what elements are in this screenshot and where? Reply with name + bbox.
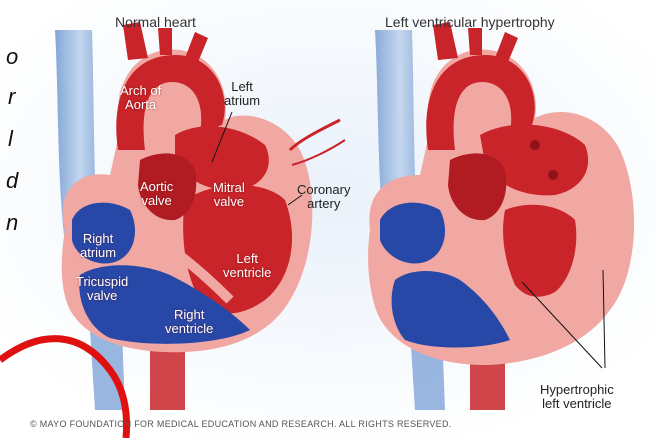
side-text-4: d [6,168,18,194]
hypertrophy-title: Left ventricular hypertrophy [385,14,555,30]
side-text-2: r [8,84,15,110]
copyright-text: © MAYO FOUNDATION FOR MEDICAL EDUCATION … [30,419,452,429]
side-text-3: l [8,126,13,152]
normal-heart-title: Normal heart [115,14,196,30]
side-text-5: n [6,210,18,236]
side-text-1: o [6,44,18,70]
